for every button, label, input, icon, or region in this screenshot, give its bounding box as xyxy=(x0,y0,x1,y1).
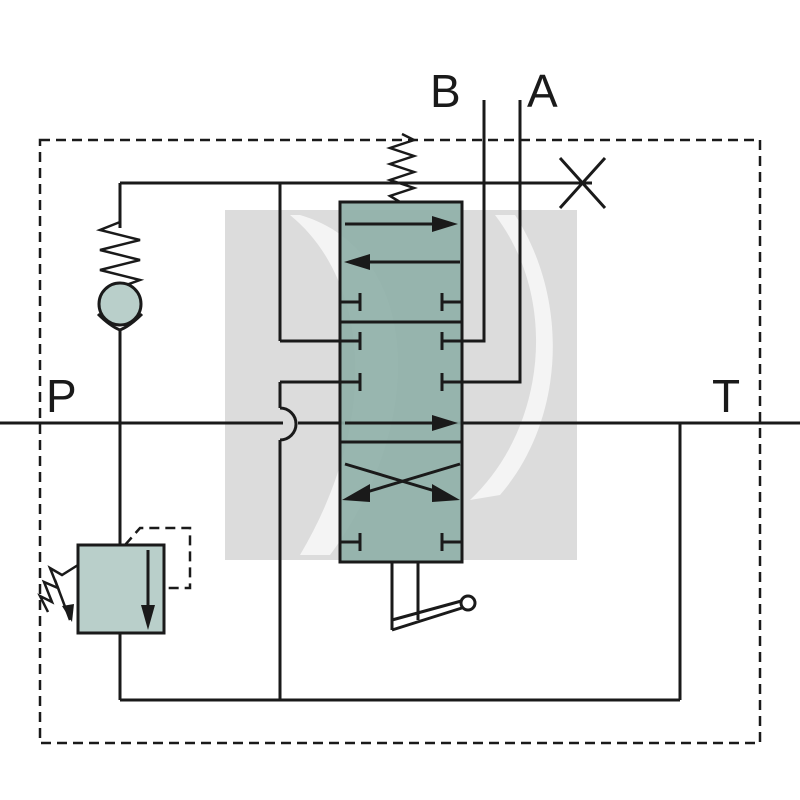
blocked-ports-bottom xyxy=(340,533,462,551)
check-spring xyxy=(95,220,145,290)
line-crossover xyxy=(279,406,298,442)
port-b-line xyxy=(462,100,486,343)
check-seat xyxy=(96,312,144,332)
assembly-boundary xyxy=(38,138,762,745)
watermark-swoosh-right xyxy=(470,215,553,500)
relief-body xyxy=(76,543,166,635)
spool-valve-icon xyxy=(338,200,464,564)
relief-valve-icon xyxy=(37,526,192,635)
plug-icon xyxy=(558,156,607,210)
lever-icon xyxy=(390,562,477,632)
port-label-t: T xyxy=(712,370,740,422)
relief-arrow-head xyxy=(141,605,155,630)
cross-arrow-2 xyxy=(359,462,461,496)
cross-arrowhead-2 xyxy=(342,484,370,502)
port-label-a: A xyxy=(527,65,558,117)
cross-arrowhead-1 xyxy=(432,484,460,502)
cross-arrow-1 xyxy=(344,462,446,496)
port-label-p: P xyxy=(46,370,77,422)
arrowhead-left-top xyxy=(344,254,370,270)
relief-adjust-arrowhead xyxy=(62,604,74,622)
port-label-b: B xyxy=(430,65,461,117)
arrowhead-right-top xyxy=(432,216,458,232)
arrowhead-right-middle xyxy=(432,415,458,431)
valve-spring-icon xyxy=(386,132,418,204)
check-ball xyxy=(97,281,143,327)
port-a-line xyxy=(462,100,522,384)
blocked-ports-top xyxy=(340,293,462,311)
check-valve-icon xyxy=(95,220,145,332)
relief-pilot-dashed xyxy=(124,526,192,590)
relief-spring xyxy=(37,563,79,613)
blocked-ports-middle xyxy=(340,332,462,391)
